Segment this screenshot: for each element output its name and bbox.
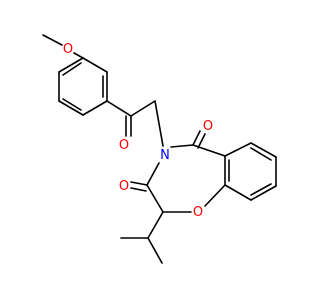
bond-benzo-a — [224, 142, 252, 157]
bond-carbonyl-ch2 — [130, 100, 156, 117]
bond-methyl-o — [42, 34, 63, 46]
ring-oxygen-label: O — [193, 205, 203, 220]
bond-n-c5 — [170, 144, 194, 148]
bond-benzo-inner-1 — [250, 147, 272, 161]
bond-ring1-inner-3 — [62, 62, 82, 76]
bond-benzo-d — [250, 185, 277, 201]
bond-isopropyl-me2 — [147, 237, 163, 264]
bond-c3-c2 — [146, 184, 164, 213]
bonds — [42, 34, 277, 264]
amide-oxygen-upper-label: O — [203, 119, 213, 134]
atom-labels: O O N O O O — [63, 42, 213, 220]
bond-ch2-n — [154, 100, 164, 147]
bond-o-aryl — [73, 52, 84, 59]
bond-n-c3 — [146, 162, 160, 186]
molecule-structure-diagram: O O N O O O — [42, 34, 277, 264]
bond-c5-o-1 — [192, 130, 201, 146]
methoxy-oxygen-label: O — [63, 42, 73, 57]
structure-canvas: O O N O O O — [42, 34, 277, 264]
bond-c3-o-1 — [130, 181, 148, 186]
ketone-oxygen-label: O — [119, 138, 129, 153]
bond-ring1-inner-2 — [62, 98, 82, 111]
bond-ring1-d — [58, 100, 84, 116]
amide-nitrogen-label: N — [160, 148, 170, 163]
amide-oxygen-lower-label: O — [119, 179, 129, 194]
bond-c5-o-2 — [197, 133, 206, 149]
bond-ring1-c — [82, 100, 108, 116]
bond-c2-isopropyl — [147, 211, 164, 239]
bond-benzo-b — [250, 142, 277, 158]
bond-c5-benzo — [192, 144, 226, 157]
bond-ring1-a — [82, 57, 108, 73]
bond-benzo-inner-2 — [250, 183, 272, 196]
bond-aryl-carbonyl — [106, 100, 132, 117]
bond-benzo-e — [224, 184, 252, 201]
bond-o-benzo — [204, 184, 226, 207]
bond-c3-o-2 — [130, 187, 147, 192]
bond-ring1-f — [58, 57, 84, 73]
